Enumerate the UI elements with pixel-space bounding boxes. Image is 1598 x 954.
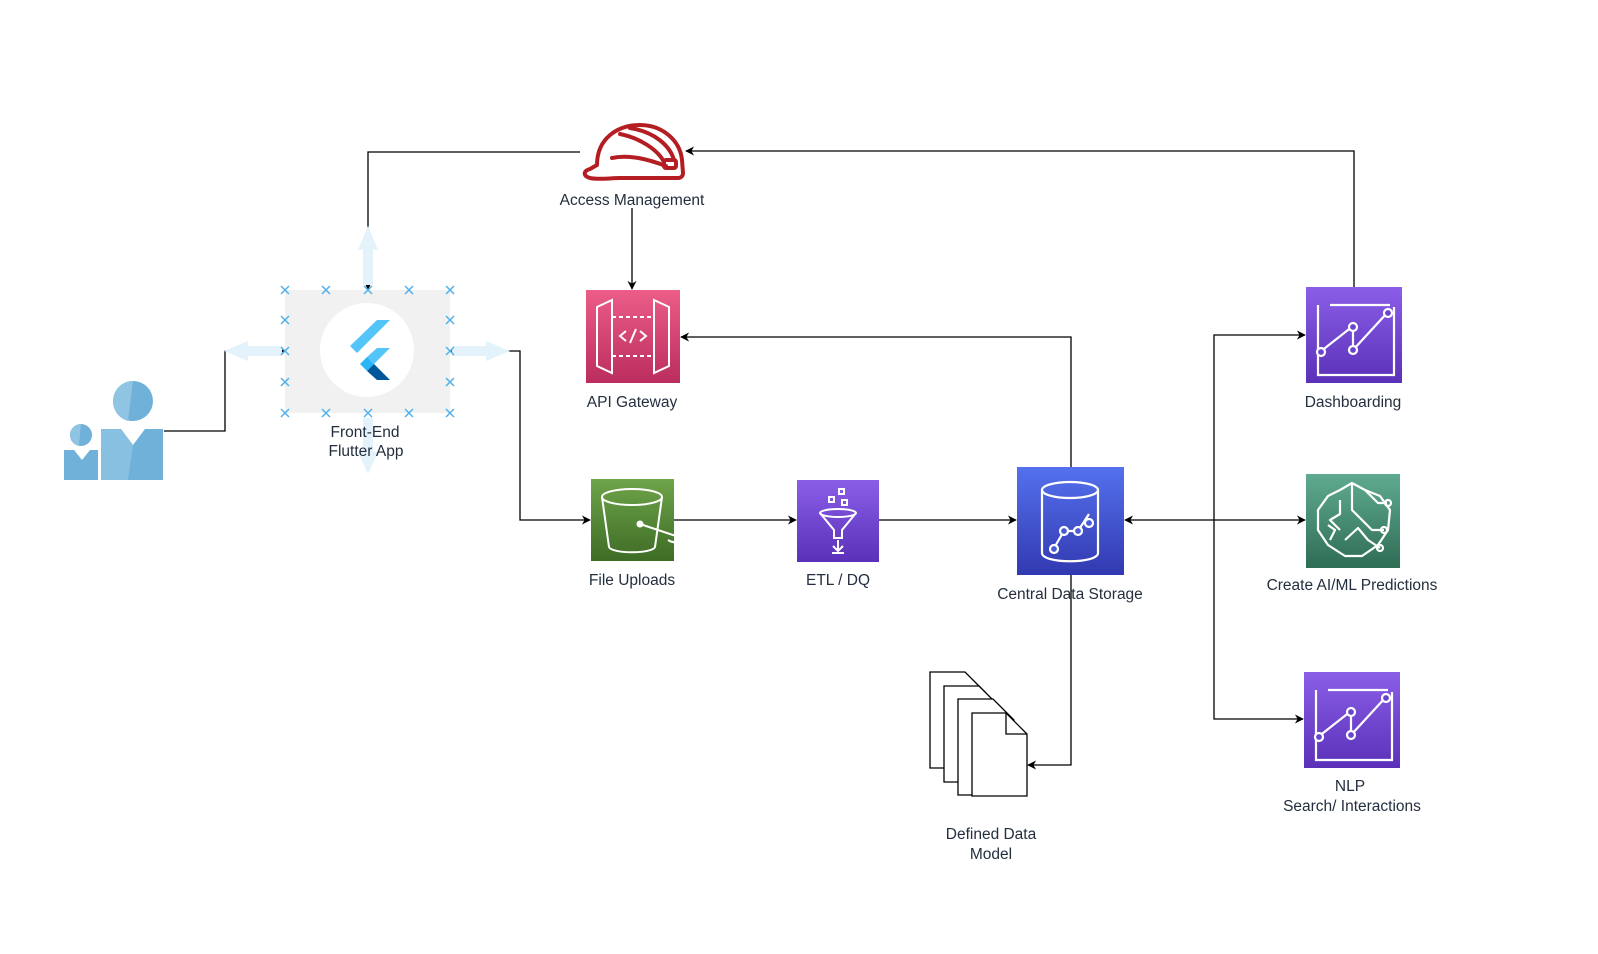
connection-handle-icon[interactable] — [445, 285, 455, 295]
connection-hint-arrows — [224, 226, 510, 474]
users-icon[interactable] — [64, 381, 163, 480]
frontend-label-line2: Flutter App — [328, 443, 404, 460]
database-icon[interactable] — [1017, 467, 1124, 575]
edge-user-to-frontend[interactable] — [164, 346, 285, 432]
etl-dq-label: ETL / DQ — [805, 572, 871, 589]
connection-handle-icon[interactable] — [363, 285, 373, 295]
api-gateway-label: API Gateway — [586, 394, 678, 411]
connection-handle-icon[interactable] — [280, 285, 290, 295]
nlp-label-line1: NLP — [1334, 778, 1366, 795]
edge-dashboarding-to-access[interactable] — [685, 146, 1355, 287]
flutter-logo-icon — [350, 320, 390, 380]
connection-handle-icon[interactable] — [445, 346, 455, 356]
brain-icon[interactable] — [1306, 474, 1400, 568]
hard-hat-icon[interactable] — [582, 123, 685, 181]
edge-central-storage-to-nlp[interactable] — [1213, 520, 1304, 724]
nlp-label-line2: Search/ Interactions — [1283, 798, 1421, 815]
connection-handle-icon[interactable] — [445, 408, 455, 418]
connection-handle-icon[interactable] — [280, 408, 290, 418]
access-management-label: Access Management — [559, 192, 705, 209]
connection-handle-icon[interactable] — [280, 377, 290, 387]
data-model-label-line1: Defined Data — [945, 826, 1037, 843]
connection-handle-icon[interactable] — [445, 315, 455, 325]
documents-icon[interactable] — [929, 671, 1028, 797]
edge-central-storage-to-data-model[interactable] — [1027, 575, 1072, 770]
connection-handle-icon[interactable] — [445, 377, 455, 387]
ai-ml-label: Create AI/ML Predictions — [1266, 577, 1438, 594]
connection-handles — [280, 285, 455, 418]
central-data-storage-label: Central Data Storage — [997, 586, 1143, 603]
chart-line-icon[interactable] — [1306, 287, 1402, 383]
frontend-flutter-node[interactable] — [224, 226, 510, 474]
edge-access-to-frontend[interactable] — [363, 151, 580, 290]
connection-handle-icon[interactable] — [321, 285, 331, 295]
file-uploads-label: File Uploads — [588, 572, 676, 589]
data-model-label-line2: Model — [969, 846, 1013, 863]
connection-handle-icon[interactable] — [280, 346, 290, 356]
edge-frontend-to-file-uploads[interactable] — [450, 350, 591, 525]
bucket-icon[interactable] — [591, 479, 679, 561]
chart-line-icon[interactable] — [1304, 672, 1400, 768]
edge-central-storage-to-api-gateway[interactable] — [680, 332, 1072, 467]
frontend-label-line1: Front-End — [330, 424, 400, 441]
dashboarding-label: Dashboarding — [1304, 394, 1402, 411]
connection-handle-icon[interactable] — [363, 408, 373, 418]
funnel-icon[interactable] — [797, 480, 879, 562]
connection-handle-icon[interactable] — [280, 315, 290, 325]
edge-central-storage-to-dashboarding[interactable] — [1213, 330, 1306, 520]
connection-handle-icon[interactable] — [404, 285, 414, 295]
connection-handle-icon[interactable] — [321, 408, 331, 418]
connection-handle-icon[interactable] — [404, 408, 414, 418]
api-gateway-icon[interactable] — [586, 290, 680, 383]
